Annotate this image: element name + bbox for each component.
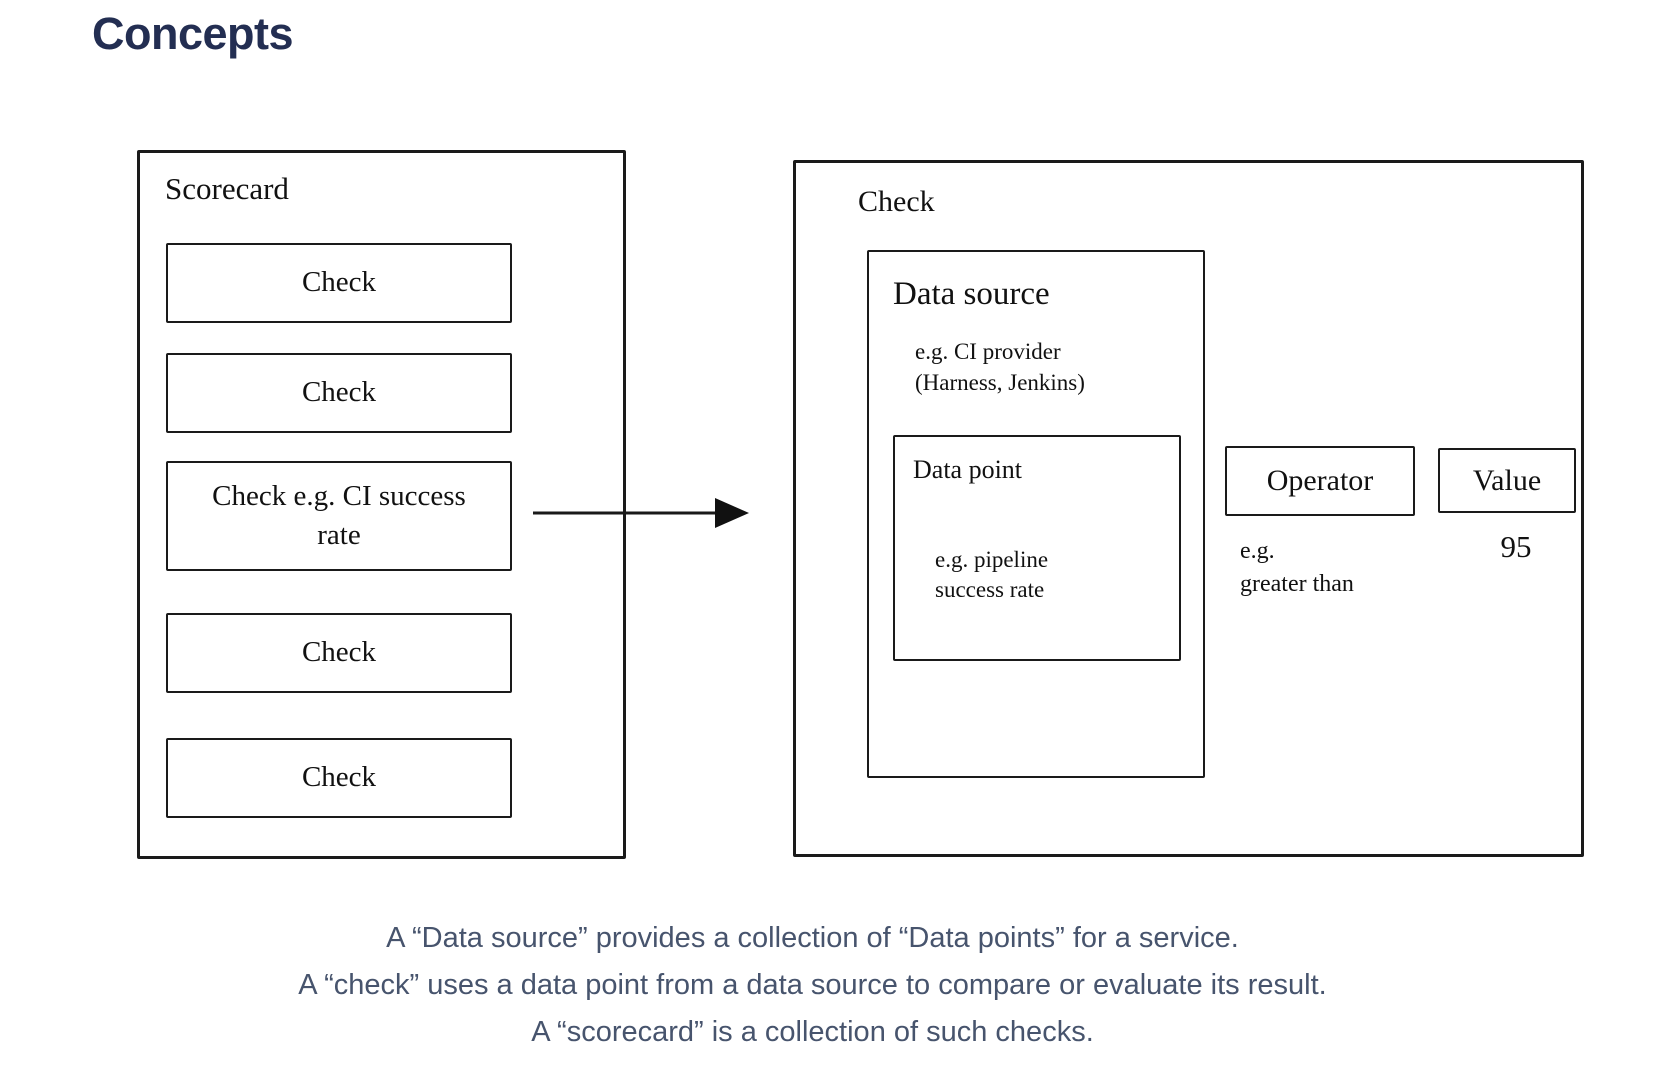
caption-line: A “Data source” provides a collection of… xyxy=(386,922,1239,954)
scorecard-check-item-ci-success-rate: Check e.g. CI success rate xyxy=(166,461,512,571)
data-source-box: Data source e.g. CI provider (Harness, J… xyxy=(867,250,1205,778)
check-label: Check xyxy=(301,266,377,299)
scorecard-check-item: Check xyxy=(166,738,512,818)
value-example: 95 xyxy=(1500,529,1532,564)
check-detail-box: Check Data source e.g. CI provider (Harn… xyxy=(793,160,1584,857)
check-label: Check xyxy=(301,761,377,794)
caption-line: A “check” uses a data point from a data … xyxy=(298,969,1327,1001)
page-title: Concepts xyxy=(92,8,294,59)
check-label: Check xyxy=(301,376,377,409)
check-label: Check xyxy=(301,636,377,669)
data-point-example-line: e.g. pipeline xyxy=(935,547,1049,572)
data-source-example-line: e.g. CI provider xyxy=(915,339,1061,364)
operator-label: Operator xyxy=(1266,464,1374,497)
value-label: Value xyxy=(1472,463,1542,497)
operator-example-line: e.g. xyxy=(1240,538,1275,564)
scorecard-check-item: Check xyxy=(166,243,512,323)
scorecard-box: Scorecard Check Check Check e.g. CI succ… xyxy=(137,150,626,859)
data-source-example: e.g. CI provider (Harness, Jenkins) xyxy=(915,336,1085,398)
value-box: Value xyxy=(1438,448,1576,513)
operator-example: e.g. greater than xyxy=(1240,535,1354,601)
arrow-right-icon xyxy=(532,496,752,530)
data-point-label: Data point xyxy=(913,455,1023,484)
operator-box: Operator xyxy=(1225,446,1415,516)
data-point-box: Data point e.g. pipeline success rate xyxy=(893,435,1181,661)
data-source-label: Data source xyxy=(893,276,1050,312)
caption-line: A “scorecard” is a collection of such ch… xyxy=(531,1016,1094,1048)
check-detail-label: Check xyxy=(858,185,935,218)
scorecard-label: Scorecard xyxy=(165,171,289,206)
check-label: Check e.g. CI success rate xyxy=(212,479,466,551)
data-point-example-line: success rate xyxy=(935,577,1045,602)
data-source-example-line: (Harness, Jenkins) xyxy=(915,370,1085,395)
operator-example-line: greater than xyxy=(1240,571,1354,597)
scorecard-check-item: Check xyxy=(166,353,512,433)
data-point-example: e.g. pipeline success rate xyxy=(935,545,1048,605)
scorecard-check-item: Check xyxy=(166,613,512,693)
caption-block: A “Data source” provides a collection of… xyxy=(0,915,1625,1056)
